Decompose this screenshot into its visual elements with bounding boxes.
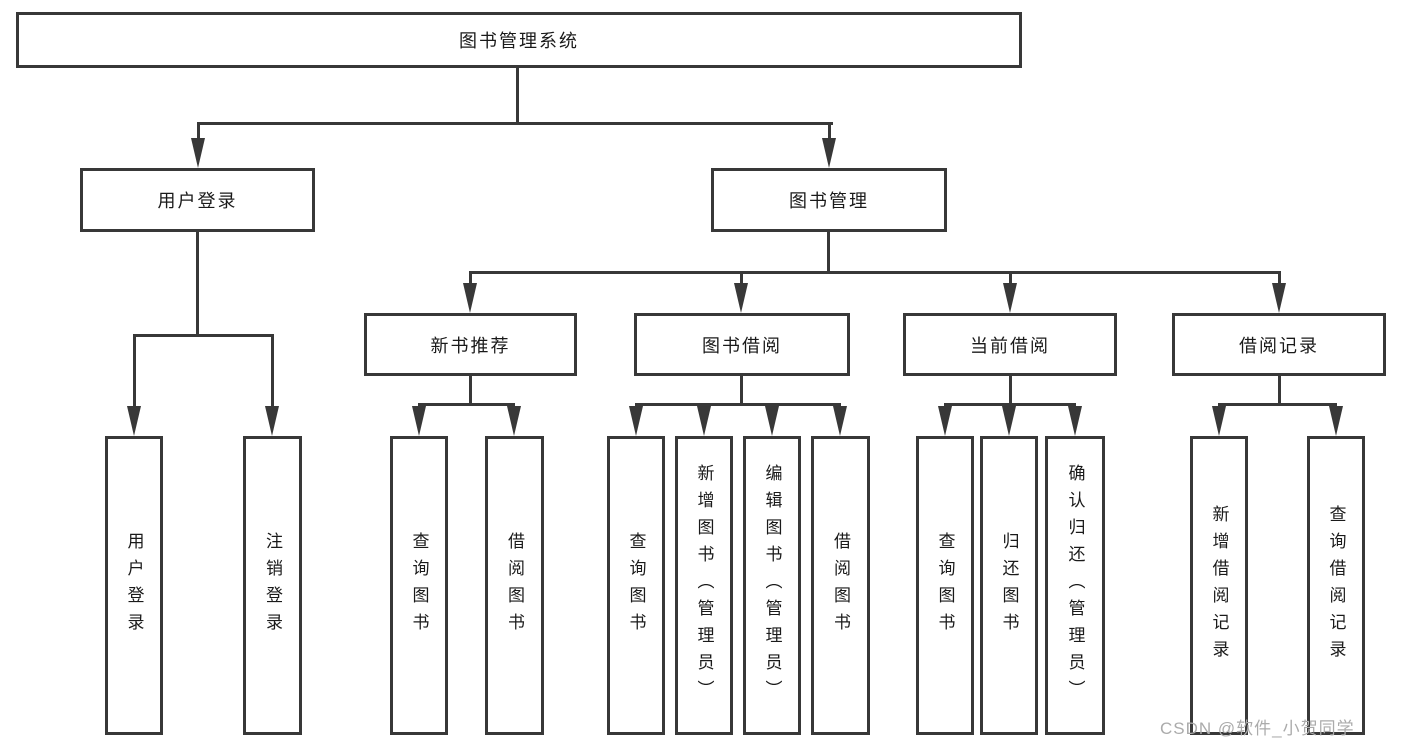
connector-line bbox=[944, 403, 1076, 406]
arrowhead-down-icon bbox=[822, 138, 836, 168]
connector-line bbox=[1009, 376, 1012, 406]
connector-line bbox=[1009, 271, 1012, 287]
node-label: 新书推荐 bbox=[430, 335, 511, 356]
leaf-confirm-return-admin: 确认归还（管理员） bbox=[1045, 436, 1105, 735]
node-label: 图书管理系统 bbox=[459, 31, 579, 51]
leaf-add-borrow-record: 新增借阅记录 bbox=[1190, 436, 1248, 735]
node-borrowing-records: 借阅记录 bbox=[1172, 313, 1386, 376]
connector-line bbox=[740, 376, 743, 406]
arrowhead-down-icon bbox=[1272, 283, 1286, 313]
connector-line bbox=[1278, 271, 1281, 287]
node-label: 查询图书 bbox=[935, 531, 955, 640]
csdn-watermark: CSDN @软件_小贺同学 bbox=[1160, 719, 1355, 738]
node-label: 查询图书 bbox=[626, 531, 646, 640]
node-label: 用户登录 bbox=[124, 531, 144, 640]
arrowhead-down-icon bbox=[463, 283, 477, 313]
node-label: 编辑图书（管理员） bbox=[762, 464, 782, 707]
arrowhead-down-icon bbox=[1329, 406, 1343, 436]
node-label: 注销登录 bbox=[263, 531, 282, 640]
node-book-borrowing: 图书借阅 bbox=[634, 313, 850, 376]
leaf-query-books-current: 查询图书 bbox=[916, 436, 974, 735]
arrowhead-down-icon bbox=[412, 406, 426, 436]
node-label: 查询图书 bbox=[409, 531, 429, 640]
arrowhead-down-icon bbox=[265, 406, 279, 436]
arrowhead-down-icon bbox=[1068, 406, 1082, 436]
node-label: 新增借阅记录 bbox=[1209, 504, 1229, 667]
node-current-borrowing: 当前借阅 bbox=[903, 313, 1117, 376]
connector-line bbox=[635, 403, 841, 406]
connector-line bbox=[133, 334, 136, 408]
connector-line bbox=[196, 232, 199, 336]
node-label: 借阅图书 bbox=[831, 531, 850, 640]
arrowhead-down-icon bbox=[765, 406, 779, 436]
arrowhead-down-icon bbox=[1212, 406, 1226, 436]
node-label: 用户登录 bbox=[157, 191, 238, 211]
node-label: 图书借阅 bbox=[702, 335, 782, 356]
leaf-query-borrow-record: 查询借阅记录 bbox=[1307, 436, 1365, 735]
arrowhead-down-icon bbox=[734, 283, 748, 313]
arrowhead-down-icon bbox=[127, 406, 141, 436]
node-label: 新增图书（管理员） bbox=[694, 464, 714, 707]
connector-line bbox=[197, 122, 833, 125]
leaf-edit-book-admin: 编辑图书（管理员） bbox=[743, 436, 801, 735]
leaf-query-books-recommend: 查询图书 bbox=[390, 436, 448, 735]
leaf-logout: 注销登录 bbox=[243, 436, 302, 735]
node-book-management: 图书管理 bbox=[711, 168, 947, 232]
connector-line bbox=[469, 376, 472, 406]
connector-line bbox=[828, 122, 831, 142]
arrowhead-down-icon bbox=[833, 406, 847, 436]
node-library-management-system: 图书管理系统 bbox=[16, 12, 1022, 68]
node-label: 借阅图书 bbox=[505, 531, 524, 640]
connector-line bbox=[516, 68, 519, 124]
node-label: 图书管理 bbox=[789, 191, 869, 211]
connector-line bbox=[271, 334, 274, 408]
arrowhead-down-icon bbox=[191, 138, 205, 168]
connector-line bbox=[469, 271, 472, 287]
leaf-add-book-admin: 新增图书（管理员） bbox=[675, 436, 733, 735]
connector-line bbox=[469, 271, 1280, 274]
connector-line bbox=[1218, 403, 1337, 406]
node-new-book-recommendation: 新书推荐 bbox=[364, 313, 577, 376]
arrowhead-down-icon bbox=[1003, 283, 1017, 313]
connector-line bbox=[1278, 376, 1281, 406]
node-user-login: 用户登录 bbox=[80, 168, 315, 232]
arrowhead-down-icon bbox=[507, 406, 521, 436]
connector-line bbox=[418, 403, 515, 406]
leaf-query-books-borrowing: 查询图书 bbox=[607, 436, 665, 735]
node-label: 查询借阅记录 bbox=[1326, 504, 1346, 667]
node-label: 当前借阅 bbox=[970, 335, 1050, 356]
leaf-user-login: 用户登录 bbox=[105, 436, 163, 735]
arrowhead-down-icon bbox=[629, 406, 643, 436]
connector-line bbox=[197, 122, 200, 142]
connector-line bbox=[740, 271, 743, 287]
leaf-borrow-books-borrowing: 借阅图书 bbox=[811, 436, 870, 735]
node-label: 借阅记录 bbox=[1239, 335, 1319, 356]
leaf-borrow-books-recommend: 借阅图书 bbox=[485, 436, 544, 735]
connector-line bbox=[133, 334, 274, 337]
node-label: 归还图书 bbox=[999, 531, 1019, 640]
node-label: 确认归还（管理员） bbox=[1065, 464, 1085, 707]
connector-line bbox=[827, 232, 830, 274]
arrowhead-down-icon bbox=[697, 406, 711, 436]
arrowhead-down-icon bbox=[938, 406, 952, 436]
arrowhead-down-icon bbox=[1002, 406, 1016, 436]
leaf-return-book: 归还图书 bbox=[980, 436, 1038, 735]
